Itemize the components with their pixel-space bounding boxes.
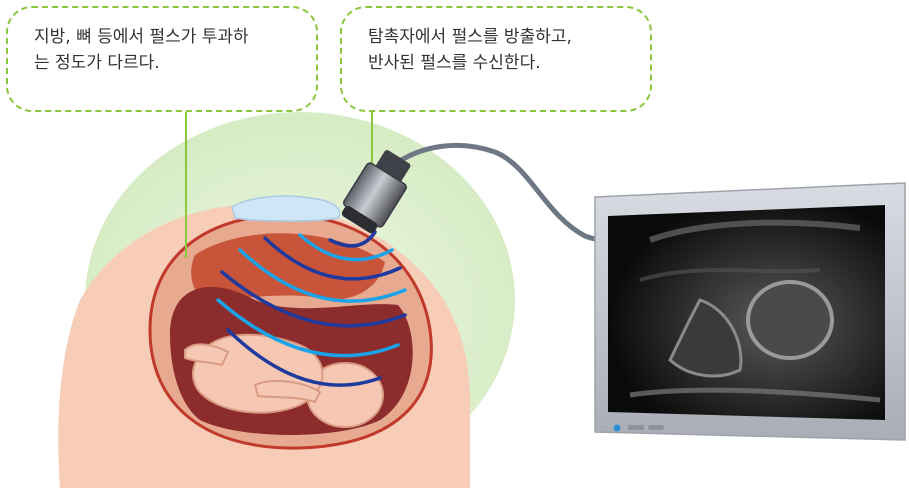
monitor-button: [628, 425, 644, 430]
callout-left-line-2: 는 정도가 다르다.: [34, 50, 296, 76]
callout-right-line-1: 탐촉자에서 펄스를 방출하고,: [368, 24, 630, 50]
callout-left-line-1: 지방, 뼈 등에서 펄스가 투과하: [34, 24, 296, 50]
ultrasound-gel: [232, 196, 340, 221]
monitor-icon: [595, 183, 905, 440]
monitor-button: [648, 425, 664, 430]
callout-probe-pulse: 탐촉자에서 펄스를 방출하고, 반사된 펄스를 수신한다.: [340, 6, 652, 112]
power-led: [614, 425, 621, 432]
callout-tissue-transmission: 지방, 뼈 등에서 펄스가 투과하 는 정도가 다르다.: [6, 6, 318, 112]
callout-right-line-2: 반사된 펄스를 수신한다.: [368, 50, 630, 76]
